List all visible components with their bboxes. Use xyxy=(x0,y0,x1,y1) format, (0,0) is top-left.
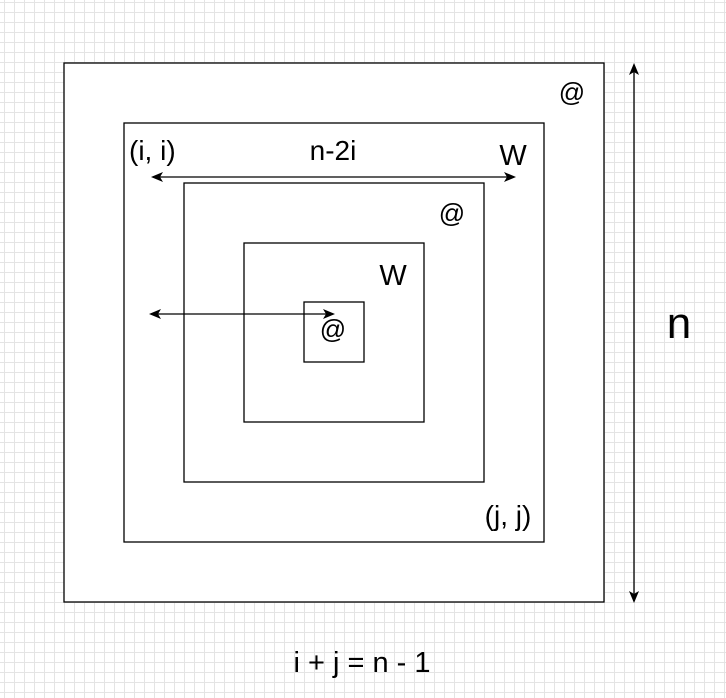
width-expression-label: n-2i xyxy=(310,135,357,166)
side-length-label: n xyxy=(667,299,691,348)
coord-label-bottom-right: (j, j) xyxy=(485,500,532,531)
at-label-center: @ xyxy=(320,314,346,344)
w-label-outer: W xyxy=(499,140,527,172)
equation-label: i + j = n - 1 xyxy=(293,647,430,679)
coord-label-top-left: (i, i) xyxy=(129,135,176,166)
w-label-inner: W xyxy=(379,260,407,292)
at-label-outer: @ xyxy=(559,77,585,107)
at-label-middle: @ xyxy=(439,198,465,228)
